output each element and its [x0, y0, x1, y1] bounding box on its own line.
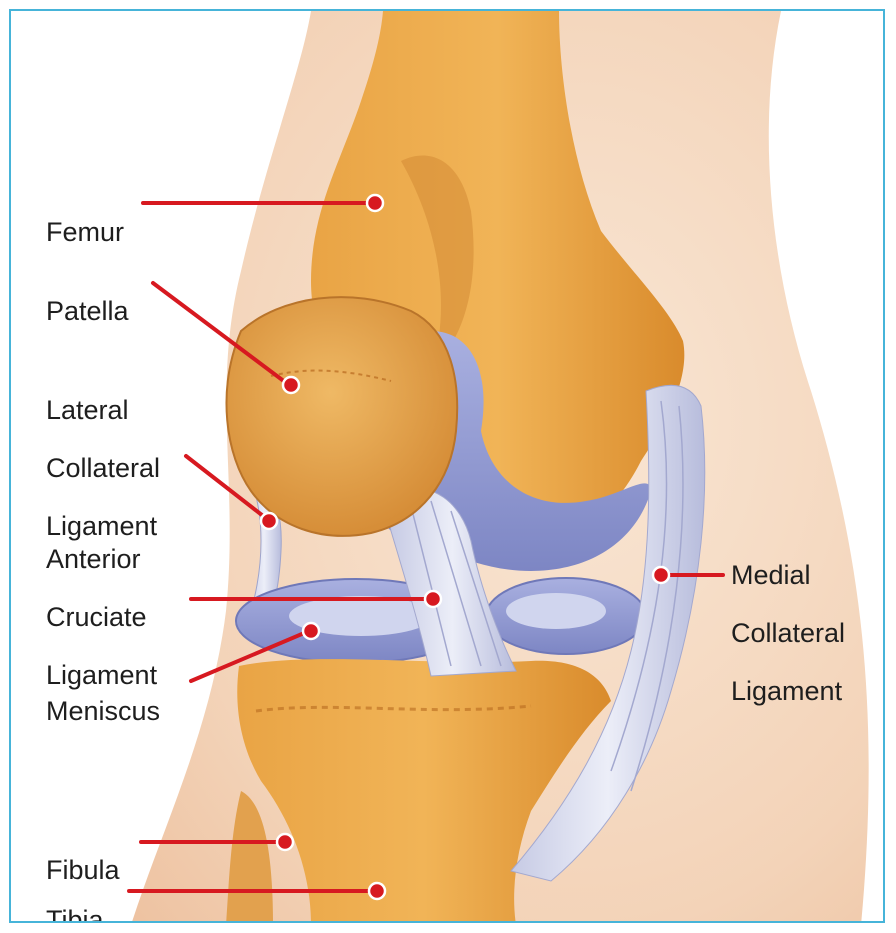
label-tibia: Tibia	[46, 877, 104, 923]
label-medial-collateral-ligament: Medial Collateral Ligament	[731, 532, 845, 735]
mcl-dot	[653, 567, 669, 583]
label-patella: Patella	[46, 268, 129, 355]
label-meniscus: Meniscus	[46, 668, 160, 755]
diagram-frame: Femur Patella Lateral Collateral Ligamen…	[9, 9, 885, 923]
patella-dot	[283, 377, 299, 393]
femur-dot	[367, 195, 383, 211]
lcl-dot	[261, 513, 277, 529]
fibula-dot	[277, 834, 293, 850]
meniscus-dot	[303, 623, 319, 639]
acl-dot	[425, 591, 441, 607]
label-femur: Femur	[46, 189, 124, 276]
tibia-dot	[369, 883, 385, 899]
patella-shape	[227, 297, 458, 536]
